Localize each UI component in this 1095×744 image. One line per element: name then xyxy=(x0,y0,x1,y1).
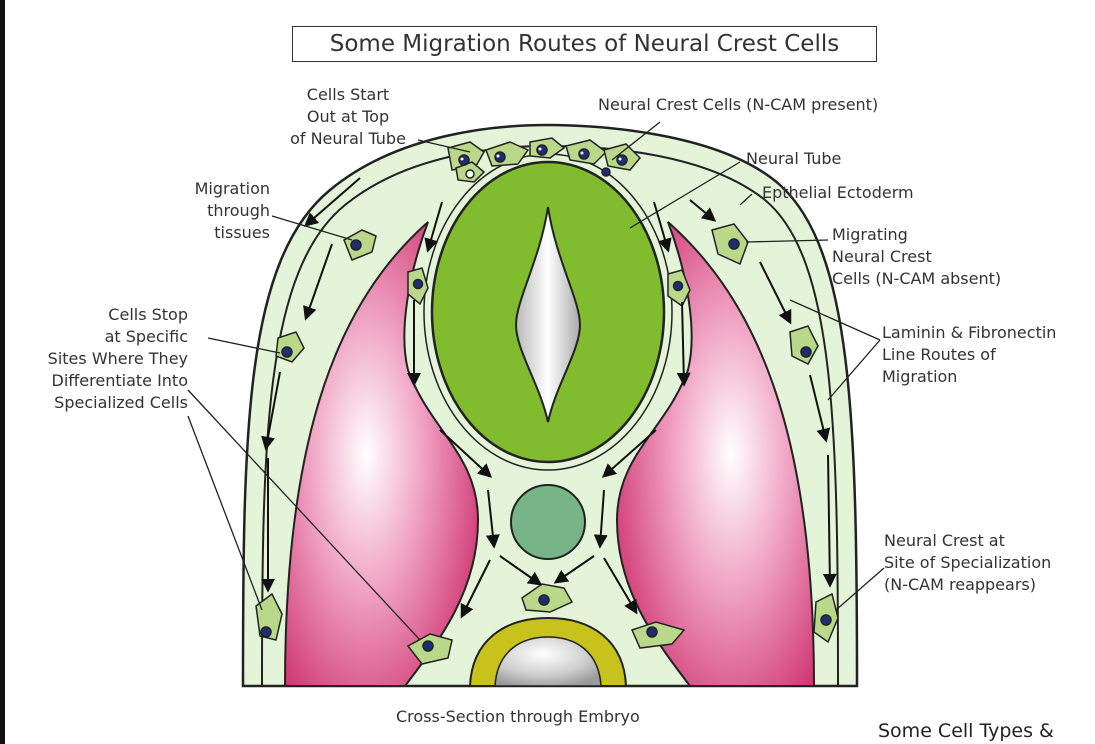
label-line: Cells Start xyxy=(268,84,428,106)
epithelial-ectoderm-label: Epthelial Ectoderm xyxy=(762,182,914,204)
laminin-fibronectin-label: Laminin & Fibronectin Line Routes of Mig… xyxy=(882,322,1056,388)
label-line: Neural Crest xyxy=(832,246,1001,268)
migration-through-tissues-label: Migration through tissues xyxy=(150,178,270,244)
label-line: Migration xyxy=(150,178,270,200)
label-line: Cells (N-CAM absent) xyxy=(832,268,1001,290)
label-line: Neural Crest at xyxy=(884,530,1051,552)
label-line: Sites Where They xyxy=(0,348,188,370)
label-line: (N-CAM reappears) xyxy=(884,574,1051,596)
migrating-neural-crest-label: Migrating Neural Crest Cells (N-CAM abse… xyxy=(832,224,1001,290)
neural-crest-site-label: Neural Crest at Site of Specialization (… xyxy=(884,530,1051,596)
label-line: of Neural Tube xyxy=(268,128,428,150)
label-line: Out at Top xyxy=(268,106,428,128)
label-line: Cells Stop xyxy=(0,304,188,326)
label-line: Laminin & Fibronectin xyxy=(882,322,1056,344)
label-line: Migration xyxy=(882,366,1056,388)
cells-start-label: Cells Start Out at Top of Neural Tube xyxy=(268,84,428,150)
cross-section-caption: Cross-Section through Embryo xyxy=(396,706,640,728)
label-line: tissues xyxy=(150,222,270,244)
label-line: through xyxy=(150,200,270,222)
label-line: Specialized Cells xyxy=(0,392,188,414)
bottom-right-partial-heading: Some Cell Types & xyxy=(878,720,1054,742)
label-line: at Specific xyxy=(0,326,188,348)
notochord xyxy=(511,485,585,559)
cells-stop-label: Cells Stop at Specific Sites Where They … xyxy=(0,304,188,414)
label-line: Migrating xyxy=(832,224,1001,246)
neural-crest-cells-label: Neural Crest Cells (N-CAM present) xyxy=(598,94,878,116)
label-line: Line Routes of xyxy=(882,344,1056,366)
label-line: Differentiate Into xyxy=(0,370,188,392)
neural-tube-label: Neural Tube xyxy=(746,148,841,170)
label-line: Site of Specialization xyxy=(884,552,1051,574)
